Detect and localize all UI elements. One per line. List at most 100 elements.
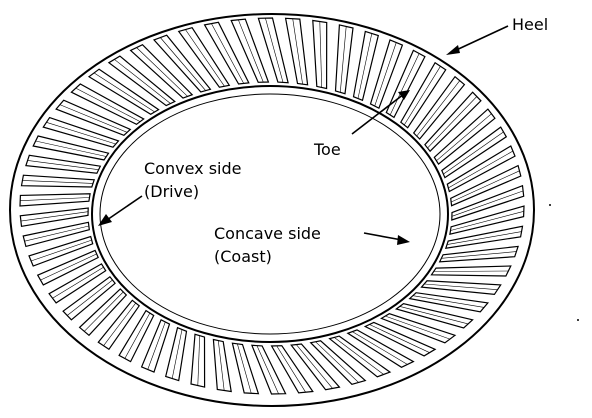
convex-side-label: Convex side [144,159,241,178]
gear-tooth [400,61,447,129]
gear-inner-bore [99,93,441,335]
tooth-flank-line [35,140,107,157]
tooth-flank-line [67,279,113,316]
tooth-flank-line [424,283,498,290]
gear-tooth [309,340,367,385]
gear-tooth [203,21,250,85]
gear-tooth [28,235,94,267]
toe-label: Toe [313,140,341,159]
tooth-flank-line [59,104,128,133]
tooth-flank-line [211,23,244,84]
tooth-flank-line [448,150,514,189]
toe-callout [351,90,410,135]
gear-tooth [25,154,102,174]
convex-side-callout [98,195,143,226]
tooth-flank-line [404,66,441,126]
gear-tooth [369,39,404,110]
tooth-flank-line [218,340,225,391]
tooth-flank-line [238,19,264,83]
tooth-flank-line [385,315,451,340]
tooth-flank-line [20,197,90,201]
tooth-flank-line [436,113,492,161]
tooth-flank-line [451,190,524,217]
tooth-flank-line [197,335,200,386]
tooth-flank-line [357,33,373,99]
tooth-flank-line [389,53,420,116]
tooth-flank-line [75,87,141,122]
tooth-flank-line [433,270,509,272]
gear-tooth [19,207,89,227]
gear-tooth [190,333,206,388]
tooth-flank-line [52,267,104,299]
gear-inner-face [91,85,449,343]
gear-tooth [408,292,490,313]
tooth-flank-line [451,170,520,203]
gear-tooth [394,303,474,329]
gear-tooth [118,309,155,363]
tooth-flank-line [136,47,188,97]
gear-tooth [22,221,90,248]
gear-tooth [270,345,314,394]
tooth-flank-line [352,331,408,365]
gear-tooth [312,19,328,90]
tooth-flank-line [171,329,183,379]
gear-tooth [42,116,120,148]
concave-side-label: Concave side [214,224,321,243]
tooth-flank-line [399,306,469,325]
tooth-flank-line [147,321,166,370]
convex-drive-label: (Drive) [144,182,199,201]
gear-teeth [19,17,525,395]
concave-coast-label: (Coast) [214,247,272,266]
gear-tooth [212,338,232,393]
tooth-flank-line [315,341,359,383]
gear-tooth [19,193,91,207]
gear-tooth [449,205,525,235]
tooth-flank-line [374,42,397,107]
tooth-flank-line [412,295,485,308]
scan-speck [577,319,579,321]
tooth-flank-line [46,122,116,145]
tooth-flank-line [416,80,461,137]
gear-tooth [164,326,188,382]
heel-callout [446,25,509,55]
gear-tooth [140,318,171,373]
gear-tooth [352,30,380,102]
gear-tooth [444,225,524,249]
tooth-flank-line [40,253,97,281]
gear-tooth [36,249,99,286]
tooth-flank-line [265,18,284,83]
tooth-flank-line [292,18,303,85]
gear-tooth [257,17,289,84]
concave-side-callout [363,232,410,245]
gear-tooth [450,164,522,207]
gear-tooth [177,27,231,88]
tooth-flank-line [276,345,306,393]
tooth-flank-line [340,26,347,93]
gear-tooth [97,299,141,351]
tooth-flank-line [427,96,478,149]
gear-tooth [250,344,287,395]
gear-tooth [20,174,96,188]
tooth-flank-line [446,231,522,245]
gear-tooth [420,280,502,296]
tooth-flank-line [27,160,99,170]
tooth-flank-line [369,324,430,353]
tooth-flank-line [296,344,333,389]
tooth-flank-line [319,21,322,88]
heel-label: Heel [512,15,548,34]
tooth-flank-line [30,239,92,262]
gear-tooth [451,184,525,221]
tooth-flank-line [103,302,136,346]
tooth-flank-line [160,37,206,91]
tooth-flank-line [114,59,171,104]
tooth-flank-line [185,29,225,87]
tooth-flank-line [83,291,124,332]
tooth-flank-line [93,72,155,113]
tooth-flank-line [441,251,517,259]
tooth-flank-line [124,312,151,359]
gear-tooth [55,99,132,136]
scan-speck [549,204,551,206]
tooth-flank-line [443,131,504,175]
